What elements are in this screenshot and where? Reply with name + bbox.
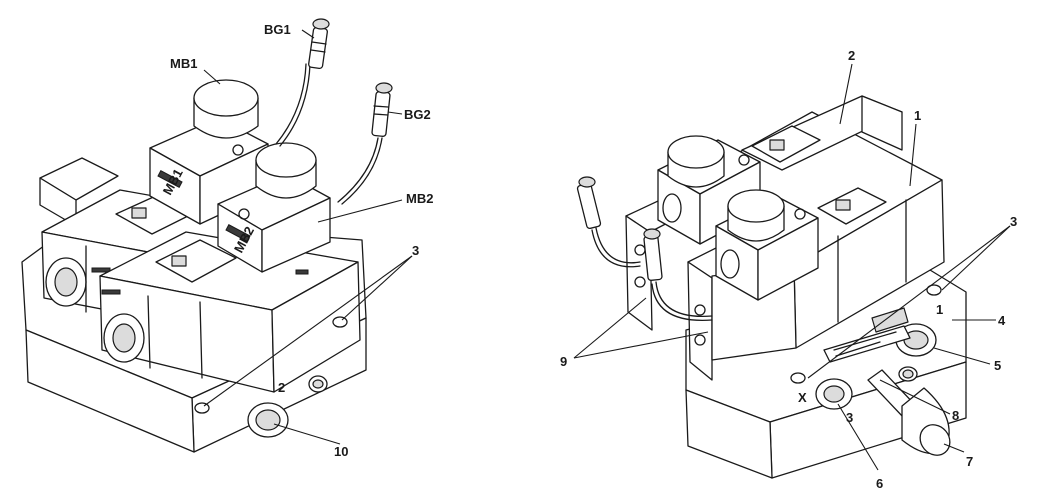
label-right-9: 9 (560, 354, 567, 369)
left-solenoid-mb2: MB2 (217, 142, 331, 273)
label-bg2: BG2 (404, 107, 431, 122)
right-port-1-mark: 1 (936, 302, 943, 317)
left-view: MB1 MB2 (21, 18, 433, 459)
left-sensor-bg2 (337, 82, 393, 205)
label-right-4: 4 (998, 313, 1006, 328)
label-right-7: 7 (966, 454, 973, 469)
label-right-3: 3 (1010, 214, 1017, 229)
label-right-5: 5 (994, 358, 1001, 373)
left-base-ports: 2 (194, 316, 348, 438)
left-leader-lines (203, 29, 413, 445)
right-sensors (576, 176, 713, 322)
label-right-2: 2 (848, 48, 855, 63)
right-base-plate (685, 269, 967, 479)
label-left-3: 3 (412, 243, 419, 258)
label-mb2: MB2 (406, 191, 433, 206)
right-solenoid-b (715, 189, 819, 301)
left-port-2-mark: 2 (278, 380, 285, 395)
right-port-3-mark: 3 (846, 410, 853, 425)
label-right-1: 1 (914, 108, 921, 123)
label-right-6: 6 (876, 476, 883, 491)
label-mb1: MB1 (170, 56, 197, 71)
right-port-x-mark: X (798, 390, 807, 405)
label-bg1: BG1 (264, 22, 291, 37)
left-solenoid-mb1: MB1 (149, 79, 269, 225)
right-pilot-blocks (751, 125, 887, 225)
right-base-details: 1 3 X (790, 284, 951, 456)
right-leader-lines (573, 63, 1011, 471)
label-10: 10 (334, 444, 348, 459)
label-right-8: 8 (952, 408, 959, 423)
right-view: 1 3 X 2 1 3 4 5 6 7 8 9 (560, 48, 1017, 491)
left-sensor-bg1 (275, 18, 330, 147)
